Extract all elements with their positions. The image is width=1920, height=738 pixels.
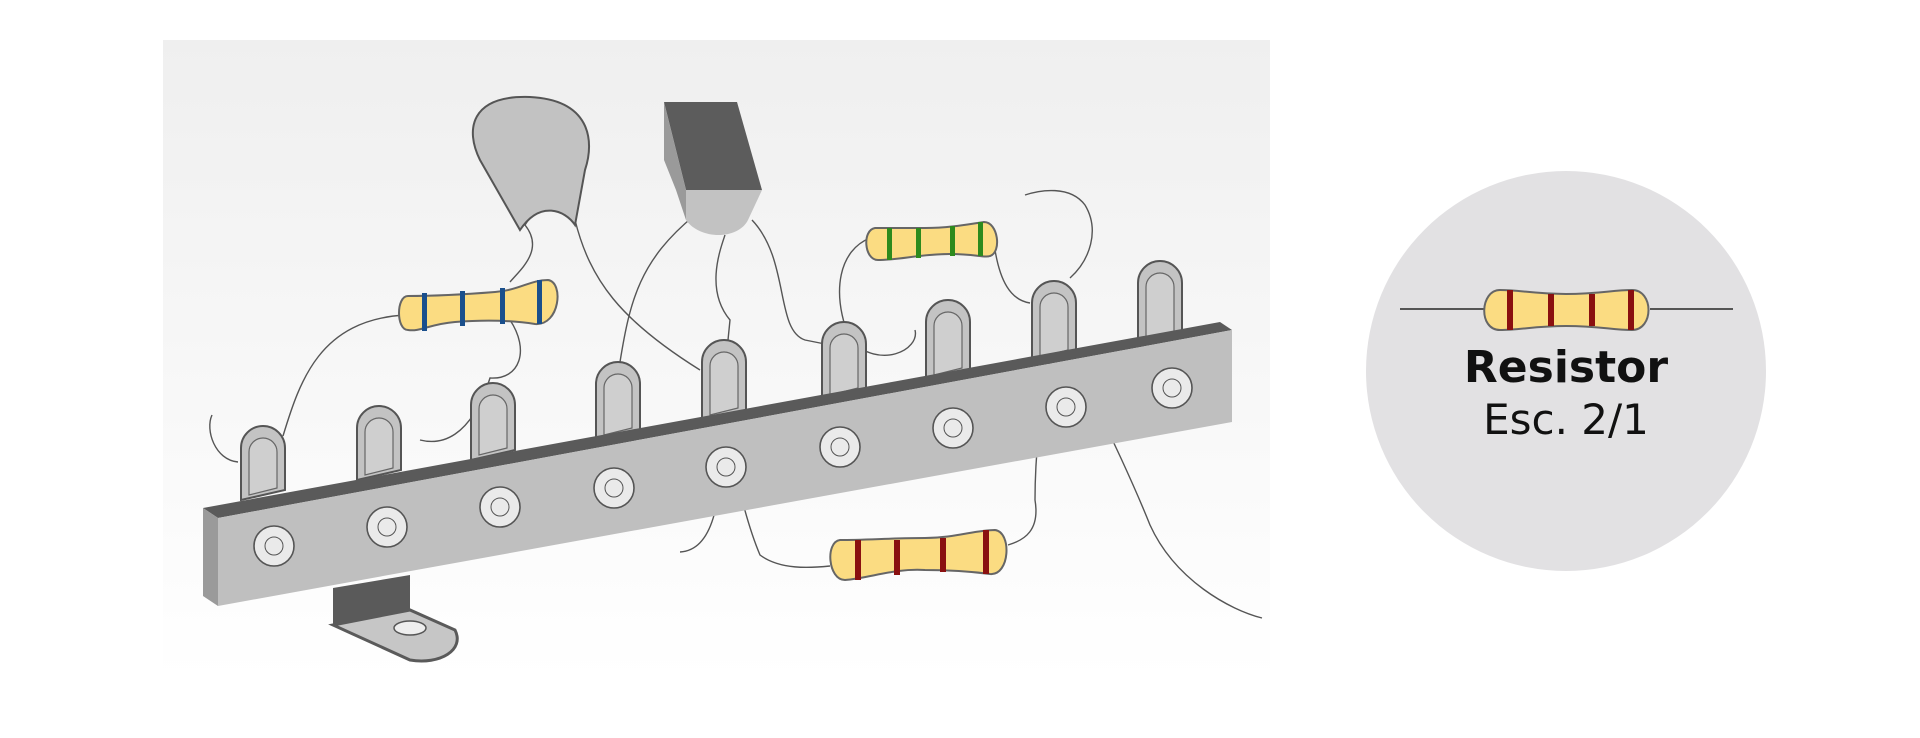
wires — [209, 189, 1263, 619]
hole — [1045, 386, 1087, 428]
strip-holes — [253, 367, 1193, 567]
hole — [1151, 367, 1193, 409]
hole — [253, 525, 295, 567]
hole — [366, 506, 408, 548]
mount-hole — [393, 620, 427, 636]
hole — [479, 486, 521, 528]
terminal — [1137, 260, 1183, 346]
strip-side — [203, 508, 218, 606]
terminal — [925, 299, 971, 382]
terminal — [595, 361, 641, 442]
hole — [705, 446, 747, 488]
terminals — [240, 260, 1183, 502]
resistor-blue — [398, 278, 559, 332]
block-component — [664, 102, 762, 235]
inset-title: Resistor — [1463, 342, 1669, 393]
hole — [593, 467, 635, 509]
inset-band — [1548, 294, 1554, 326]
teardrop-component — [471, 95, 591, 232]
terminal — [240, 425, 286, 502]
mount-tab — [328, 608, 459, 663]
terminal — [1031, 280, 1077, 364]
inset-band — [1589, 294, 1595, 326]
inset-circle — [1366, 171, 1766, 571]
terminal — [701, 339, 747, 422]
hole — [932, 407, 974, 449]
resistor-inset — [1366, 171, 1766, 571]
terminal — [470, 382, 516, 462]
terminal — [356, 405, 402, 482]
inset-band — [1628, 290, 1634, 330]
terminal — [821, 321, 867, 402]
inset-scale: Esc. 2/1 — [1483, 395, 1649, 444]
resistor-green — [865, 220, 999, 262]
resistor-red — [829, 528, 1008, 582]
strip-top — [203, 322, 1232, 518]
inset-band — [1507, 290, 1513, 330]
hole — [819, 426, 861, 468]
